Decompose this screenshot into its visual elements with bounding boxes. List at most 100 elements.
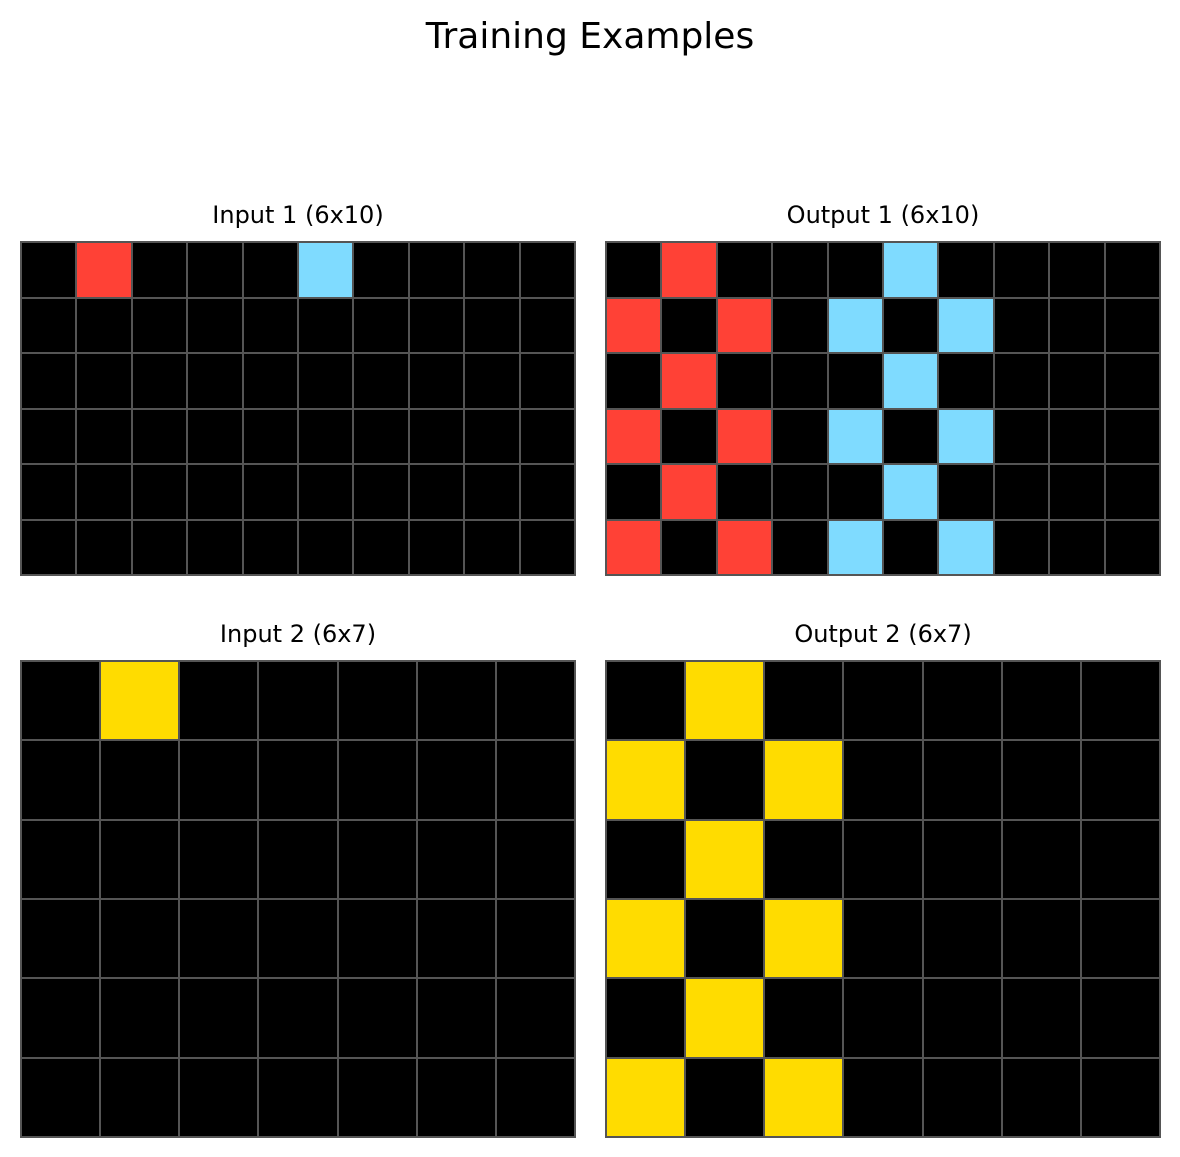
grid-cell <box>828 298 882 352</box>
grid-cell <box>884 520 938 574</box>
grid-cell <box>662 298 716 352</box>
grid-cell <box>22 243 76 297</box>
grid-cell <box>409 298 464 352</box>
panel-title-output-2: Output 2 (6x7) <box>794 620 972 648</box>
grid-cell <box>338 1058 416 1136</box>
grid-cell <box>828 243 882 297</box>
grid-cell <box>686 1058 764 1136</box>
grid-cell <box>1081 662 1159 740</box>
grid-cell <box>243 298 297 352</box>
grid-cell <box>765 1058 843 1136</box>
grid-cell <box>417 741 495 819</box>
grid-cell <box>132 354 187 408</box>
grid-cell <box>884 298 938 352</box>
grid-cell <box>496 1058 574 1136</box>
grid-cell <box>496 820 574 898</box>
grid-cell <box>180 662 258 740</box>
grid-cell <box>1002 820 1080 898</box>
grid-cell <box>188 243 242 297</box>
grid-cell <box>465 298 519 352</box>
grid-cell <box>1002 900 1080 978</box>
grid-cell <box>1105 520 1159 574</box>
grid-cell <box>299 409 353 463</box>
grid-cell <box>520 520 574 574</box>
grid-cell <box>662 520 716 574</box>
grid-cell <box>828 409 882 463</box>
panel-title-input-1: Input 1 (6x10) <box>212 201 384 229</box>
grid-cell <box>923 1058 1001 1136</box>
grid-cell <box>496 900 574 978</box>
grid-cell <box>828 520 882 574</box>
grid-cell <box>101 820 179 898</box>
grid-cell <box>243 354 297 408</box>
grid-cell <box>1050 520 1104 574</box>
grid-cell <box>77 243 131 297</box>
grid-cell <box>884 354 938 408</box>
grid-cell <box>409 243 464 297</box>
grid-cell <box>765 979 843 1057</box>
grid-cell <box>354 520 408 574</box>
grid-cell <box>259 820 337 898</box>
grid-cell <box>409 520 464 574</box>
grid-cell <box>409 354 464 408</box>
grid-cell <box>22 979 100 1057</box>
grid-cell <box>101 979 179 1057</box>
grid-cell <box>717 465 772 519</box>
grid-cell <box>923 820 1001 898</box>
grid-cell <box>1081 979 1159 1057</box>
grid-cell <box>259 979 337 1057</box>
grid-cell <box>77 354 131 408</box>
grid-cell <box>338 820 416 898</box>
grid-cell <box>354 298 408 352</box>
grid-cell <box>188 298 242 352</box>
grid-cell <box>607 1058 685 1136</box>
grid-cell <box>22 662 100 740</box>
grid-cell <box>22 409 76 463</box>
grid-cell <box>77 298 131 352</box>
grid-cell <box>520 298 574 352</box>
grid-cell <box>22 298 76 352</box>
grid-cell <box>132 409 187 463</box>
grid-cell <box>1050 409 1104 463</box>
grid-cell <box>717 354 772 408</box>
grid-input-2 <box>20 660 576 1138</box>
grid-cell <box>22 354 76 408</box>
grid-cell <box>765 900 843 978</box>
grid-cell <box>828 465 882 519</box>
grid-cell <box>607 979 685 1057</box>
grid-cell <box>607 354 661 408</box>
grid-cell <box>338 900 416 978</box>
grid-cell <box>686 662 764 740</box>
grid-cell <box>465 465 519 519</box>
grid-cell <box>607 900 685 978</box>
grid-cell <box>939 409 993 463</box>
grid-cell <box>773 354 827 408</box>
grid-cell <box>409 465 464 519</box>
grid-cell <box>844 900 922 978</box>
grid-cell <box>844 820 922 898</box>
grid-cell <box>923 741 1001 819</box>
grid-cell <box>77 520 131 574</box>
grid-cell <box>1002 1058 1080 1136</box>
grid-cell <box>101 900 179 978</box>
grid-cell <box>338 662 416 740</box>
grid-cell <box>180 1058 258 1136</box>
grid-cell <box>417 900 495 978</box>
grid-cell <box>939 465 993 519</box>
grid-cell <box>188 409 242 463</box>
grid-cell <box>520 409 574 463</box>
grid-cell <box>994 520 1049 574</box>
grid-cell <box>773 243 827 297</box>
grid-cell <box>417 662 495 740</box>
grid-cell <box>299 520 353 574</box>
grid-cell <box>520 465 574 519</box>
grid-cell <box>259 900 337 978</box>
grid-cell <box>1105 465 1159 519</box>
grid-cell <box>299 465 353 519</box>
grid-cell <box>132 298 187 352</box>
grid-cell <box>417 979 495 1057</box>
grid-cell <box>188 520 242 574</box>
grid-cell <box>994 354 1049 408</box>
grid-cell <box>132 465 187 519</box>
grid-cell <box>828 354 882 408</box>
